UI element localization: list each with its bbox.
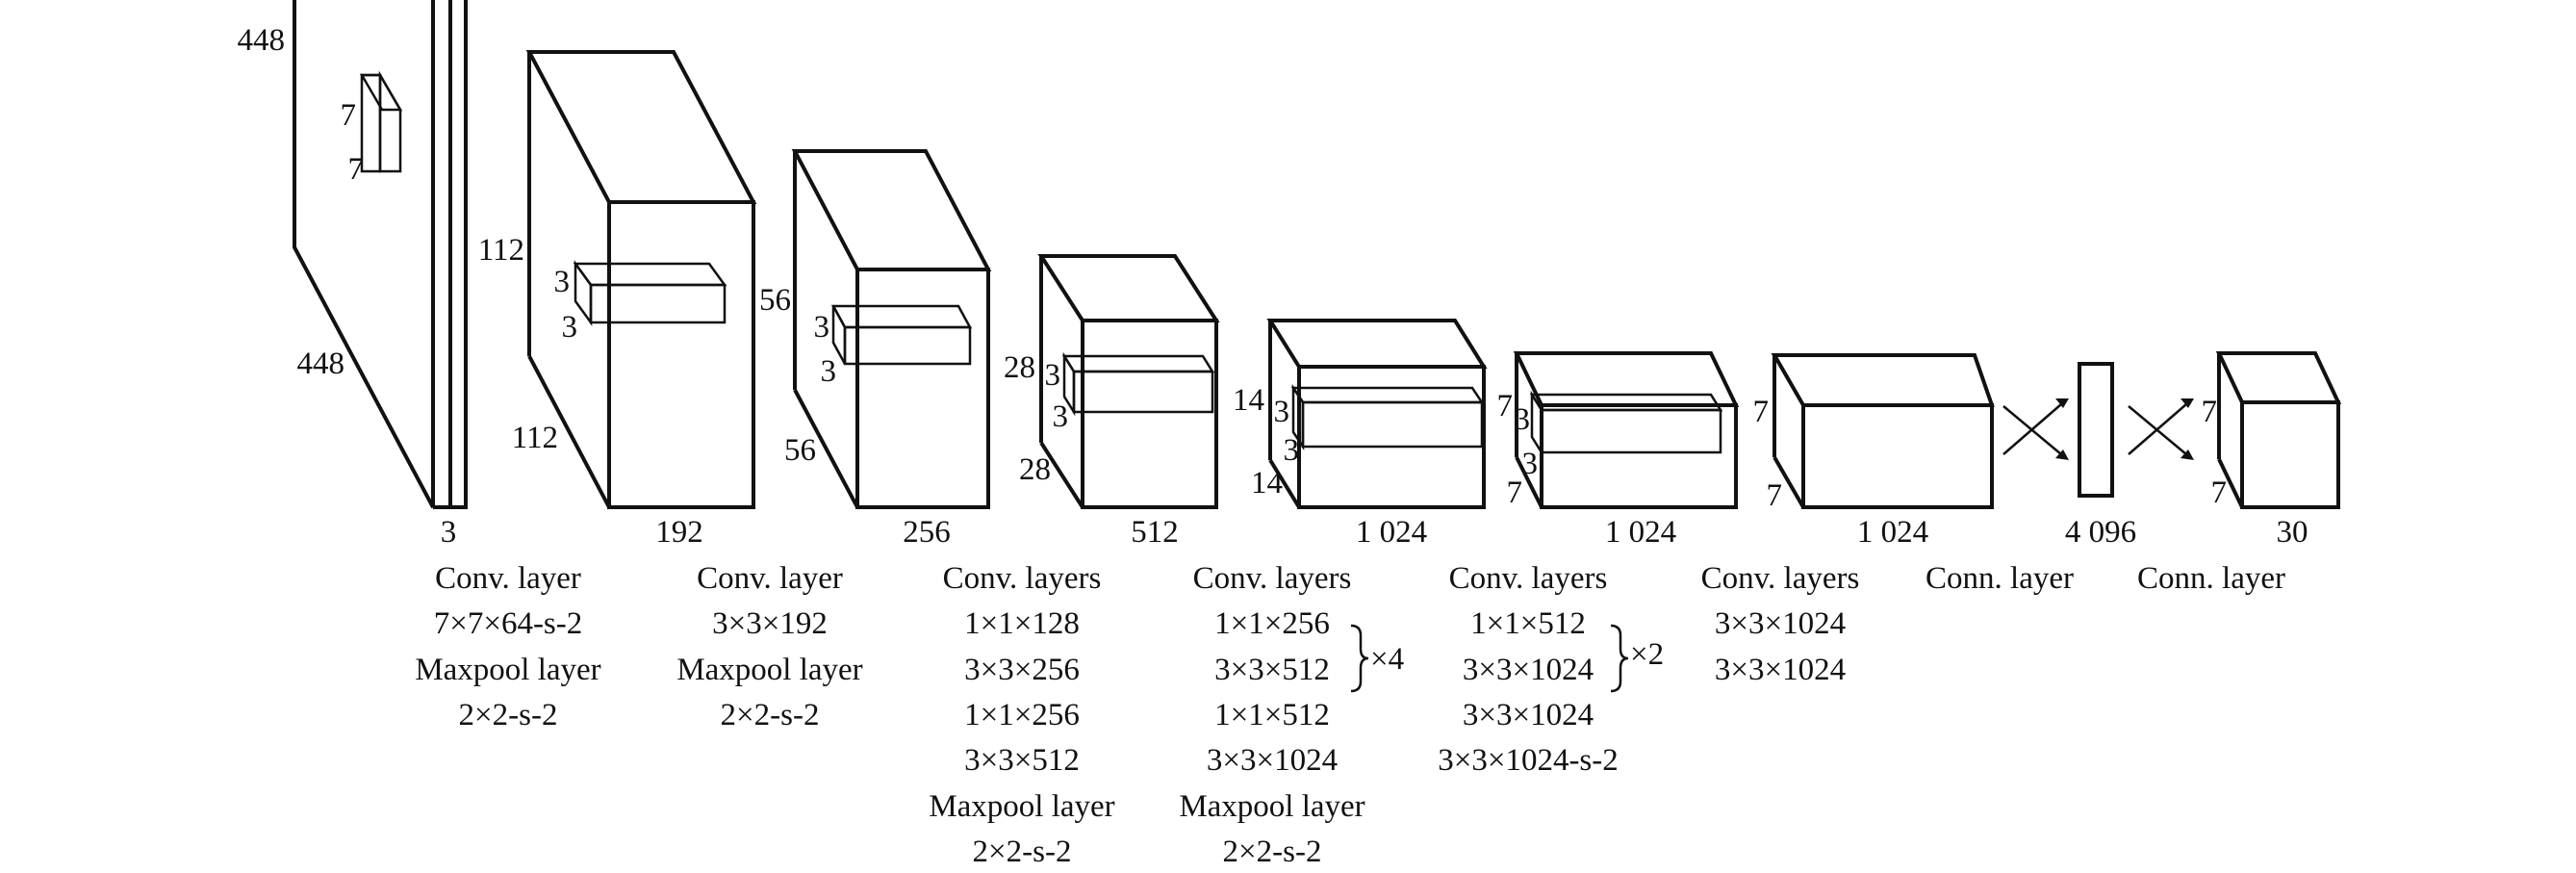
desc-line: 7×7×64-s-2: [434, 606, 583, 641]
desc-line: Maxpool layer: [929, 789, 1114, 824]
desc-line: Conv. layers: [1193, 561, 1352, 596]
output-height-label: 7: [2202, 395, 2218, 429]
kernel-box-14: [1290, 383, 1485, 451]
fm56-width-label: 56: [784, 433, 816, 468]
desc-line: Conv. layers: [1449, 561, 1608, 596]
desc-column-6: Conv. layers 3×3×1024 3×3×1024: [1701, 561, 1860, 687]
fm56-height-label: 56: [759, 283, 791, 318]
fm112-kernel-w-label: 3: [562, 310, 578, 345]
fc-vector-4096: [2078, 362, 2114, 498]
kernel-box-7: [1529, 390, 1723, 457]
fc-arrows-1: [2002, 398, 2069, 460]
desc-line: 3×3×192: [712, 606, 828, 641]
desc-line: Conn. layer: [1926, 561, 2074, 596]
fm7a-kernel-w-label: 3: [1522, 447, 1539, 481]
desc-line: 1×1×256: [1214, 606, 1330, 641]
output-tensor: [2215, 351, 2342, 509]
layer3-depth-label: 256: [903, 515, 951, 550]
fm7a-height-label: 7: [1497, 389, 1514, 424]
input-width-label: 448: [297, 347, 345, 381]
desc-line: 1×1×256: [964, 698, 1080, 732]
desc-column-4: Conv. layers 1×1×256 3×3×512 1×1×512 3×3…: [1179, 561, 1404, 869]
desc-line: 1×1×128: [964, 606, 1080, 641]
input-kernel-h-label: 7: [341, 98, 357, 133]
fm28-kernel-w-label: 3: [1053, 399, 1069, 434]
repeat-brace-4: [1350, 624, 1369, 693]
fm28-height-label: 28: [1004, 350, 1035, 385]
desc-line: 3×3×1024: [1715, 606, 1846, 641]
input-image-slab: [293, 0, 468, 509]
kernel-box-56: [830, 304, 973, 366]
desc-line: 3×3×512: [964, 743, 1080, 778]
desc-column-7: Conn. layer: [1926, 561, 2074, 596]
feature-map-28: [1037, 254, 1220, 509]
repeat-brace-2: [1610, 624, 1629, 693]
desc-column-1: Conv. layer 7×7×64-s-2 Maxpool layer 2×2…: [415, 561, 600, 732]
layer6-depth-label: 1 024: [1605, 515, 1676, 550]
desc-line: 3×3×256: [964, 653, 1080, 687]
desc-line: 3×3×1024-s-2: [1438, 743, 1619, 778]
kernel-box-112: [573, 260, 727, 326]
layer4-depth-label: 512: [1131, 515, 1179, 550]
desc-line: 2×2-s-2: [973, 834, 1072, 869]
desc-line: 3×3×1024: [1463, 698, 1594, 732]
fm14-kernel-h-label: 3: [1274, 395, 1290, 429]
fm56-kernel-w-label: 3: [821, 354, 837, 389]
kernel-box-28: [1061, 351, 1215, 417]
desc-line: Conv. layer: [435, 561, 581, 596]
fm14-width-label: 14: [1251, 466, 1283, 501]
desc-line: 3×3×512: [1214, 653, 1330, 687]
desc-line: 3×3×1024: [1463, 653, 1594, 687]
input-height-label: 448: [238, 23, 286, 58]
fc-arrows-2: [2128, 398, 2194, 460]
fm28-kernel-h-label: 3: [1045, 358, 1061, 393]
fm7a-kernel-h-label: 3: [1515, 402, 1531, 437]
layer1-depth-label: 3: [441, 515, 457, 550]
desc-line: 2×2-s-2: [459, 698, 558, 732]
fm14-height-label: 14: [1233, 383, 1264, 418]
desc-line: Conn. layer: [2137, 561, 2285, 596]
fm28-width-label: 28: [1019, 452, 1051, 487]
layer8-depth-label: 4 096: [2065, 515, 2136, 550]
input-kernel-w-label: 7: [348, 152, 365, 187]
fm56-kernel-h-label: 3: [814, 310, 830, 345]
feature-map-14: [1266, 319, 1488, 509]
desc-column-2: Conv. layer 3×3×192 Maxpool layer 2×2-s-…: [676, 561, 862, 732]
output-width-label: 7: [2211, 475, 2228, 510]
desc-line: Maxpool layer: [415, 653, 600, 687]
repeat-label-2: ×2: [1630, 637, 1664, 672]
desc-line: 2×2-s-2: [721, 698, 820, 732]
input-kernel-box: [359, 70, 403, 173]
feature-map-7a: [1513, 351, 1740, 509]
desc-line: Conv. layer: [697, 561, 843, 596]
output-depth-label: 30: [2277, 515, 2308, 550]
feature-map-56: [791, 149, 992, 509]
repeat-label-4: ×4: [1370, 642, 1404, 677]
fm7b-height-label: 7: [1753, 395, 1770, 429]
desc-column-8: Conn. layer: [2137, 561, 2285, 596]
desc-line: Conv. layers: [1701, 561, 1860, 596]
desc-line: Conv. layers: [943, 561, 1102, 596]
layer5-depth-label: 1 024: [1356, 515, 1427, 550]
desc-line: Maxpool layer: [676, 653, 862, 687]
desc-line: 3×3×1024: [1207, 743, 1338, 778]
desc-line: 1×1×512: [1470, 606, 1586, 641]
fm112-kernel-h-label: 3: [554, 265, 571, 299]
layer2-depth-label: 192: [655, 515, 703, 550]
fm7b-width-label: 7: [1767, 478, 1783, 513]
desc-column-3: Conv. layers 1×1×128 3×3×256 1×1×256 3×3…: [929, 561, 1114, 869]
fm112-height-label: 112: [478, 233, 524, 268]
desc-column-5: Conv. layers 1×1×512 3×3×1024 3×3×1024 3…: [1438, 561, 1664, 778]
desc-line: 3×3×1024: [1715, 653, 1846, 687]
fm7a-width-label: 7: [1507, 475, 1523, 510]
desc-line: 1×1×512: [1214, 698, 1330, 732]
feature-map-7b: [1771, 353, 1995, 509]
fm14-kernel-w-label: 3: [1284, 433, 1300, 468]
desc-line: Maxpool layer: [1179, 789, 1365, 824]
feature-map-112: [525, 50, 757, 509]
desc-line: 2×2-s-2: [1223, 834, 1322, 869]
fm112-width-label: 112: [512, 421, 558, 455]
layer7-depth-label: 1 024: [1857, 515, 1928, 550]
